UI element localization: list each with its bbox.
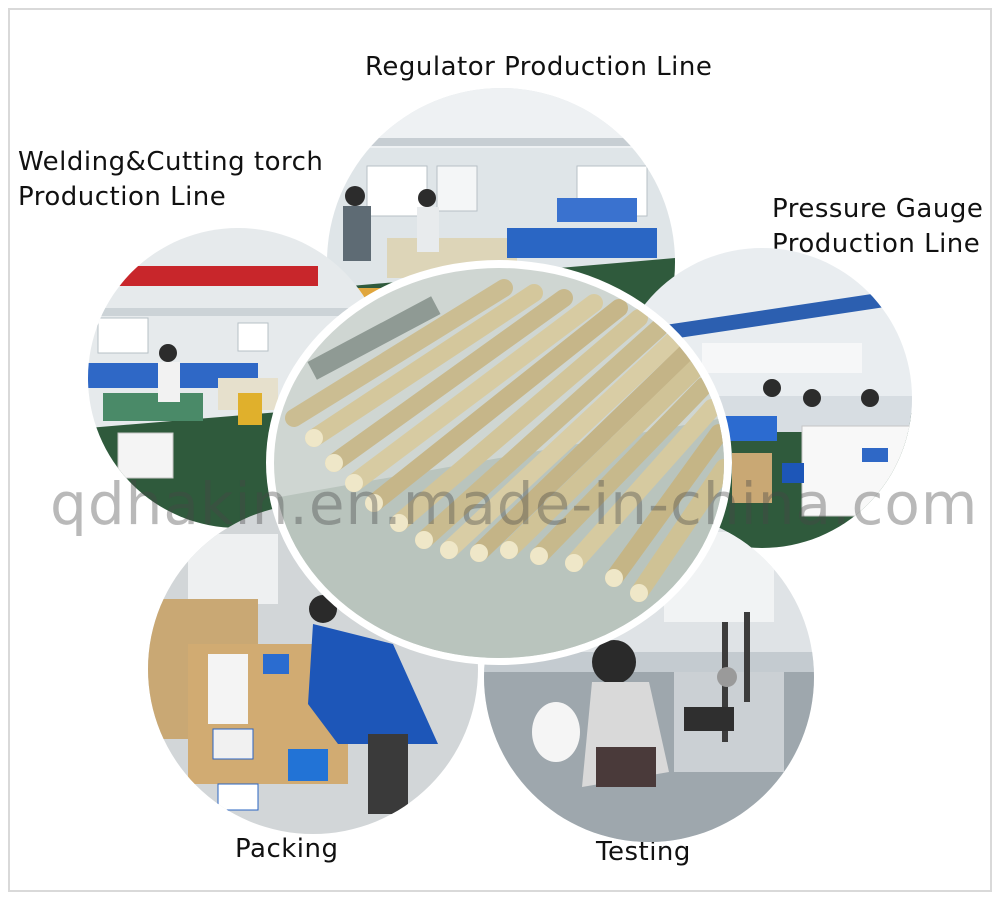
pressure-gauge-label-line1: Pressure Gauge (772, 194, 984, 224)
brass-rods-photo (274, 268, 724, 658)
testing-photo (484, 512, 814, 842)
packing-label: Packing (235, 834, 339, 864)
watermark-text: qdhakin.en.made-in-china.com (50, 470, 979, 538)
regulator-production-line-label: Regulator Production Line (365, 52, 713, 82)
testing-label: Testing (596, 837, 691, 867)
welding-cutting-torch-label-line2: Production Line (18, 182, 227, 212)
welding-cutting-torch-label-line1: Welding&Cutting torch (18, 147, 324, 177)
